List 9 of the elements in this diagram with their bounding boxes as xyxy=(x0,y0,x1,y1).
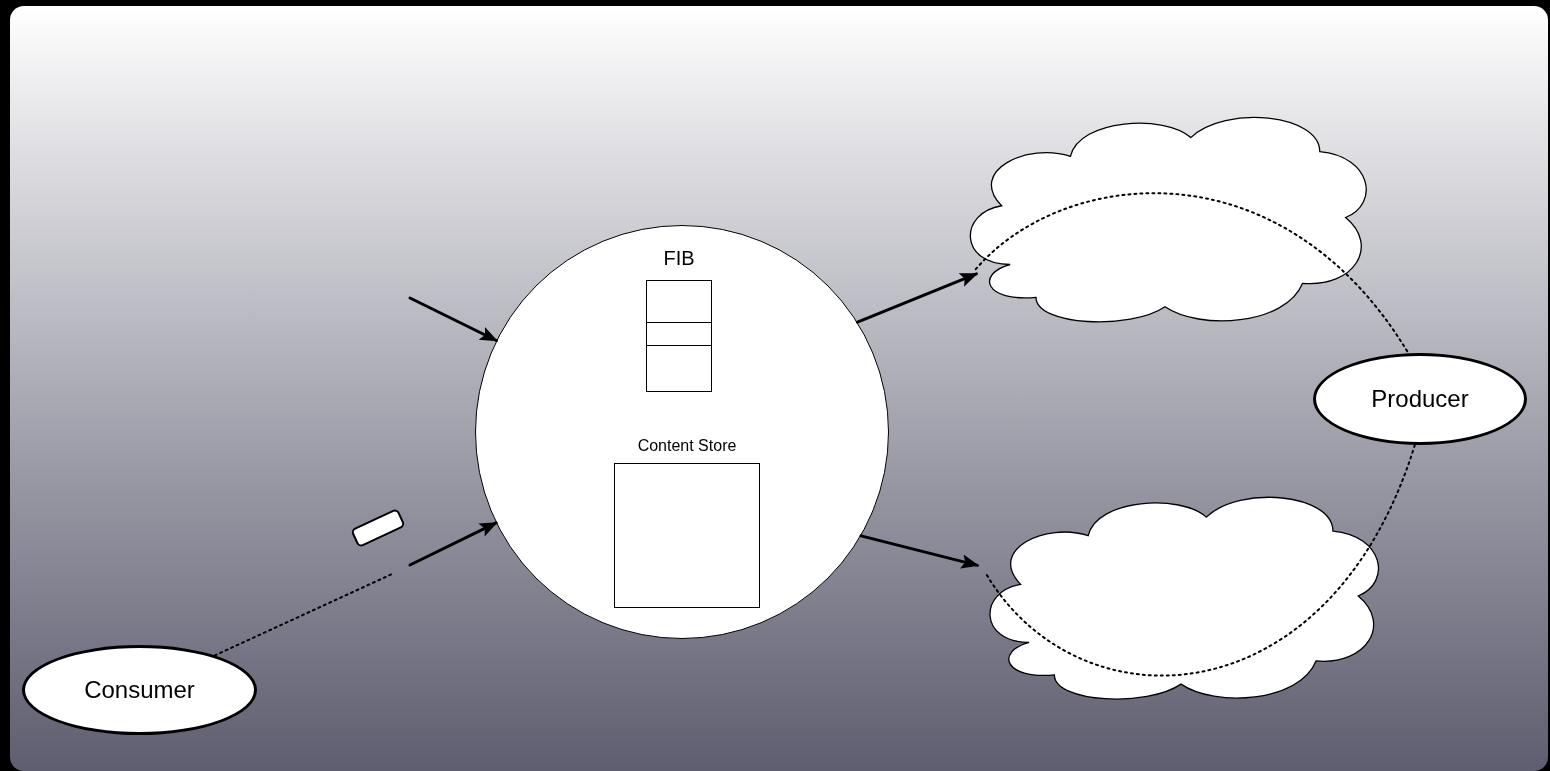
dotted-line xyxy=(213,573,394,657)
arrow xyxy=(408,521,498,567)
dotted-line xyxy=(974,192,1410,355)
table-heading: FIB xyxy=(663,246,695,270)
dotted-line xyxy=(985,443,1416,677)
store-heading: Content Store xyxy=(637,436,737,456)
arrow xyxy=(859,534,980,569)
arrow xyxy=(408,296,498,342)
arrow xyxy=(856,272,978,324)
